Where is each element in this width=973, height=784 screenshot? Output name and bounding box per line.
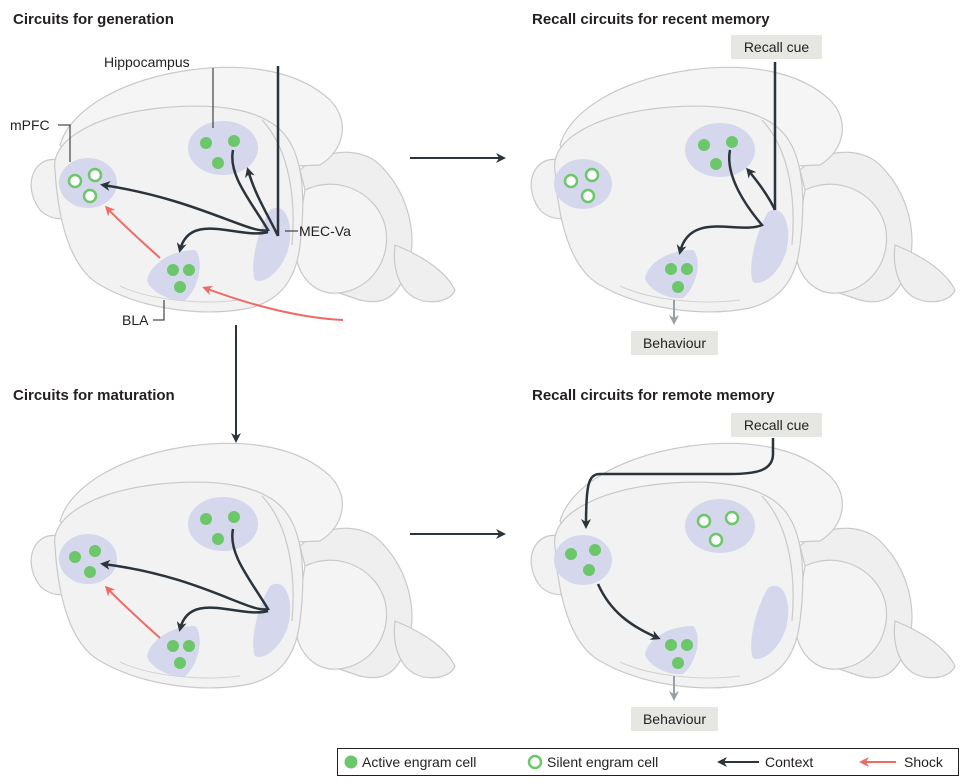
active-cell xyxy=(589,544,601,556)
brain-recent xyxy=(530,62,956,325)
legend-context-label: Context xyxy=(765,754,814,770)
recall-cue-remote: Recall cue xyxy=(731,413,822,437)
label-mec-va: MEC-Va xyxy=(299,223,351,239)
active-cell xyxy=(665,639,677,651)
silent-cell xyxy=(82,188,98,204)
mec-region xyxy=(253,207,291,281)
active-cell xyxy=(710,158,722,170)
silent-cell xyxy=(584,167,600,183)
active-cell xyxy=(565,548,577,560)
hippocampus-region xyxy=(188,121,258,175)
legend-silent-label: Silent engram cell xyxy=(547,754,659,770)
mpfc-region xyxy=(59,158,117,208)
recall-cue-recent: Recall cue xyxy=(731,35,822,59)
silent-cell xyxy=(580,188,596,204)
active-cell xyxy=(681,639,693,651)
active-cell xyxy=(89,545,101,557)
label-hippocampus: Hippocampus xyxy=(104,54,190,70)
title-generation: Circuits for generation xyxy=(13,11,174,28)
legend-active-label: Active engram cell xyxy=(362,754,477,770)
context-arrow xyxy=(245,167,280,237)
active-cell xyxy=(228,135,240,147)
title-recent-recall: Recall circuits for recent memory xyxy=(532,11,770,28)
title-maturation: Circuits for maturation xyxy=(13,387,175,404)
active-cell xyxy=(672,657,684,669)
shock-arrow xyxy=(104,205,161,259)
active-cell xyxy=(174,657,186,669)
active-cell xyxy=(212,157,224,169)
active-cell xyxy=(228,511,240,523)
silent-cell xyxy=(708,532,724,548)
active-cell xyxy=(174,281,186,293)
silent-cell xyxy=(87,167,103,183)
active-cell xyxy=(84,566,96,578)
brain-generation xyxy=(30,66,456,321)
behaviour-remote: Behaviour xyxy=(631,707,718,731)
active-cell xyxy=(672,281,684,293)
active-cell xyxy=(681,263,693,275)
active-cell xyxy=(698,139,710,151)
active-cell xyxy=(583,564,595,576)
silent-cell xyxy=(724,510,740,526)
silent-cell xyxy=(696,513,712,529)
silent-cell xyxy=(67,173,83,189)
legend-silent-icon xyxy=(527,754,543,770)
brain-remote xyxy=(530,438,956,701)
active-cell xyxy=(183,640,195,652)
behaviour-recent: Behaviour xyxy=(631,331,718,355)
active-cell xyxy=(167,264,179,276)
active-cell xyxy=(167,640,179,652)
active-cell xyxy=(183,264,195,276)
legend-active-icon xyxy=(344,755,358,769)
brain-maturation xyxy=(30,442,456,689)
active-cell xyxy=(200,137,212,149)
legend: Active engram cell Silent engram cell Co… xyxy=(337,748,959,776)
shock-arrow xyxy=(104,585,161,639)
context-arrow xyxy=(100,149,270,232)
shock-arrow xyxy=(202,285,344,321)
legend-shock-label: Shock xyxy=(904,754,943,770)
context-arrow xyxy=(176,227,269,253)
label-bla: BLA xyxy=(122,312,149,328)
label-mpfc: mPFC xyxy=(10,117,50,133)
title-remote-recall: Recall circuits for remote memory xyxy=(532,387,775,404)
active-cell xyxy=(212,533,224,545)
active-cell xyxy=(726,136,738,148)
active-cell xyxy=(665,263,677,275)
active-cell xyxy=(200,513,212,525)
active-cell xyxy=(69,551,81,563)
silent-cell xyxy=(563,173,579,189)
